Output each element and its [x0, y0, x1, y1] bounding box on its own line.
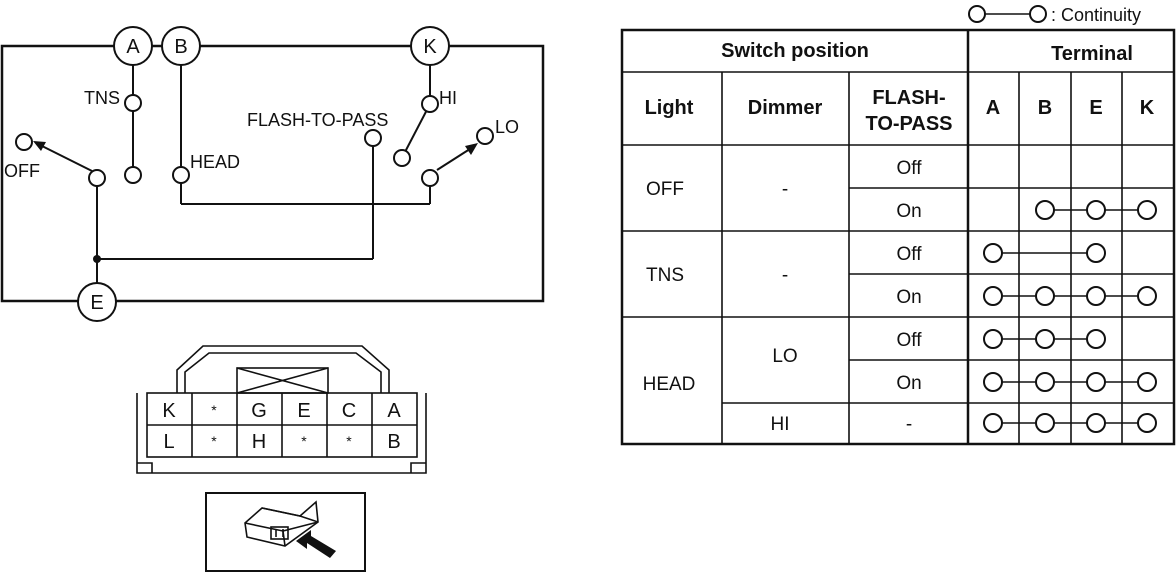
cell-flash: On — [896, 373, 921, 394]
arrow-icon — [296, 530, 336, 558]
contact-hi — [421, 95, 439, 113]
connector-pin-empty: * — [301, 433, 307, 449]
switch-schematic: A B K E TNS OFF HEAD FLASH-TO-PASS HI LO — [0, 26, 545, 322]
contact-off — [15, 133, 33, 151]
label-flash-to-pass: FLASH-TO-PASS — [247, 110, 388, 130]
continuity-marks — [983, 200, 1157, 433]
contact-lo — [476, 127, 494, 145]
header-terminal-a: A — [986, 97, 1000, 119]
cell-flash: Off — [897, 244, 923, 265]
label-tns: TNS — [84, 88, 120, 108]
connector-pin-empty: * — [346, 433, 352, 449]
connector-pin-h: H — [252, 431, 266, 453]
contact-common-left — [88, 169, 106, 187]
cell-flash: On — [896, 201, 921, 222]
switch-housing — [0, 44, 545, 303]
connector-view-indicator — [205, 492, 366, 572]
legend-text: : Continuity — [1051, 5, 1141, 25]
terminal-b: B — [161, 26, 201, 66]
continuity-node-a — [983, 243, 1003, 263]
connector-pin-b: B — [387, 431, 400, 453]
continuity-node-b — [1035, 286, 1055, 306]
continuity-node-k — [1137, 200, 1157, 220]
continuity-node-b — [1035, 200, 1055, 220]
continuity-node-b — [1035, 329, 1055, 349]
contact-tns — [124, 94, 142, 112]
continuity-node-b — [1035, 372, 1055, 392]
contact-tns-lower — [124, 166, 142, 184]
continuity-node-e — [1086, 413, 1106, 433]
continuity-symbol — [968, 5, 1047, 23]
connector-pin-g: G — [251, 400, 267, 422]
continuity-node-e — [1086, 372, 1106, 392]
label-lo: LO — [495, 117, 519, 137]
continuity-node-k — [1137, 372, 1157, 392]
cell-light-head: HEAD — [643, 374, 696, 395]
connector-view: K * G E C A L * H * * B — [136, 345, 427, 474]
contact-hi-lower — [393, 149, 411, 167]
continuity-node-e — [1086, 286, 1106, 306]
continuity-legend: : Continuity — [968, 5, 1141, 25]
header-flash-line2: TO-PASS — [865, 113, 952, 135]
continuity-node-e — [1086, 329, 1106, 349]
label-off: OFF — [4, 161, 40, 181]
cell-flash: Off — [897, 330, 923, 351]
cell-flash: On — [896, 287, 921, 308]
label-head: HEAD — [190, 152, 240, 172]
connector-pin-k: K — [162, 400, 176, 422]
connector-pin-c: C — [342, 400, 356, 422]
continuity-node-e — [1086, 243, 1106, 263]
connector-pin-empty: * — [211, 402, 217, 418]
header-switch-position: Switch position — [721, 40, 869, 62]
continuity-node-a — [983, 413, 1003, 433]
continuity-node-k — [1137, 413, 1157, 433]
contact-head — [172, 166, 190, 184]
cell-dimmer-tns: - — [782, 265, 788, 286]
contact-common-right — [421, 169, 439, 187]
cell-light-tns: TNS — [646, 265, 684, 286]
cell-dimmer-hi: HI — [771, 414, 790, 435]
terminal-e: E — [77, 282, 117, 322]
connector-pin-e: E — [297, 400, 310, 422]
terminal-k: K — [410, 26, 450, 66]
cell-light-off: OFF — [646, 179, 684, 200]
header-terminal: Terminal — [1051, 43, 1133, 65]
header-terminal-e: E — [1089, 97, 1102, 119]
cell-flash: - — [906, 414, 912, 435]
header-terminal-b: B — [1038, 97, 1052, 119]
connector-pin-empty: * — [211, 433, 217, 449]
connector-icon — [244, 500, 319, 547]
svg-text:A: A — [126, 36, 140, 58]
header-flash-line1: FLASH- — [872, 87, 945, 109]
header-light: Light — [645, 97, 694, 119]
cell-dimmer-off: - — [782, 179, 788, 200]
continuity-node-a — [983, 329, 1003, 349]
svg-text:E: E — [90, 292, 103, 314]
svg-text:K: K — [423, 36, 437, 58]
connector-pin-l: L — [163, 431, 174, 453]
svg-text:B: B — [174, 36, 187, 58]
connector-pin-a: A — [387, 400, 401, 422]
continuity-node-k — [1137, 286, 1157, 306]
continuity-node-a — [983, 286, 1003, 306]
contact-flash — [364, 129, 382, 147]
connector-pins: K * G E C A L * H * * B — [162, 400, 401, 453]
continuity-node-e — [1086, 200, 1106, 220]
continuity-table: Switch position Terminal Light Dimmer FL… — [620, 28, 1176, 446]
cell-dimmer-lo: LO — [772, 346, 797, 367]
continuity-node-a — [983, 372, 1003, 392]
cell-flash: Off — [897, 158, 923, 179]
header-terminal-k: K — [1140, 97, 1155, 119]
label-hi: HI — [439, 88, 457, 108]
terminal-a: A — [113, 26, 153, 66]
continuity-node-b — [1035, 413, 1055, 433]
header-dimmer: Dimmer — [748, 97, 823, 119]
